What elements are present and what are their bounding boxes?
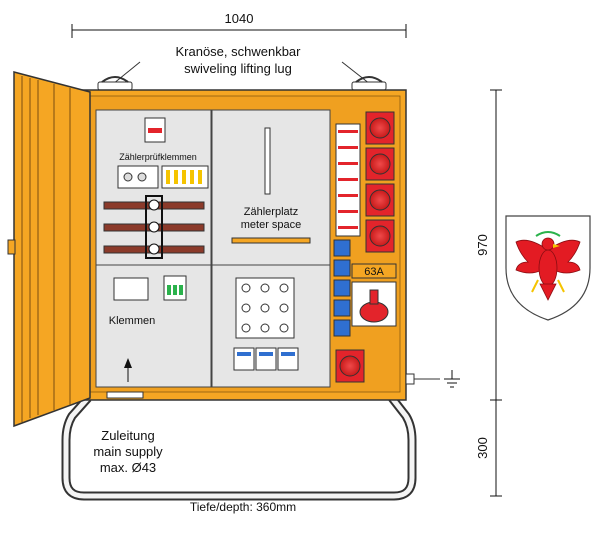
- lifting-lug-right: [351, 76, 387, 91]
- ground-symbol-icon: [444, 370, 460, 388]
- lifting-lug-left: [97, 76, 133, 91]
- stand-dimension: 300: [475, 400, 502, 497]
- meter-test-terminals-label: Zählerprüfklemmen: [119, 152, 197, 162]
- height-label: 970: [475, 234, 490, 256]
- terminals-label: Klemmen: [109, 315, 155, 327]
- cee-sockets: [335, 111, 395, 383]
- width-label: 1040: [225, 11, 254, 26]
- lifting-lug-label-en: swiveling lifting lug: [184, 61, 292, 76]
- main-switch: 63A: [351, 263, 397, 327]
- meter-space-area: Zählerplatz meter space: [231, 127, 311, 244]
- meter-space-label-de: Zählerplatz: [244, 206, 298, 218]
- stand-label: 300: [475, 437, 490, 459]
- cable-gland: [106, 391, 144, 399]
- base-stand: [61, 395, 417, 501]
- breaker-rating-label: 63A: [364, 266, 384, 278]
- terminals-area: Klemmen: [106, 275, 187, 399]
- bus-bars: [103, 195, 205, 259]
- width-dimension: 1040: [71, 11, 407, 38]
- depth-label: Tiefe/depth: 360mm: [190, 500, 296, 514]
- door-handle: [7, 239, 16, 255]
- supply-diameter: max. Ø43: [100, 460, 156, 475]
- supply-label-de: Zuleitung: [101, 428, 154, 443]
- supply-label: Zuleitung main supply max. Ø43: [93, 428, 163, 475]
- meter-space-label-en: meter space: [241, 219, 302, 231]
- fuse-bases: [235, 277, 295, 339]
- supply-label-en: main supply: [93, 444, 163, 459]
- schuko-outlets: [333, 239, 351, 337]
- lifting-lug-label-de: Kranöse, schwenkbar: [175, 44, 301, 59]
- height-dimension: 970: [475, 89, 502, 401]
- cabinet-door: [7, 71, 91, 428]
- lifting-lug-callout: Kranöse, schwenkbar swiveling lifting lu…: [112, 44, 371, 85]
- mcb-strip: [335, 123, 361, 237]
- ground-connection: [405, 370, 460, 388]
- tyrol-eagle-icon: [505, 215, 591, 321]
- rcd-breakers: [233, 347, 299, 371]
- meter-test-terminal-block: Zählerprüfklemmen: [117, 117, 209, 189]
